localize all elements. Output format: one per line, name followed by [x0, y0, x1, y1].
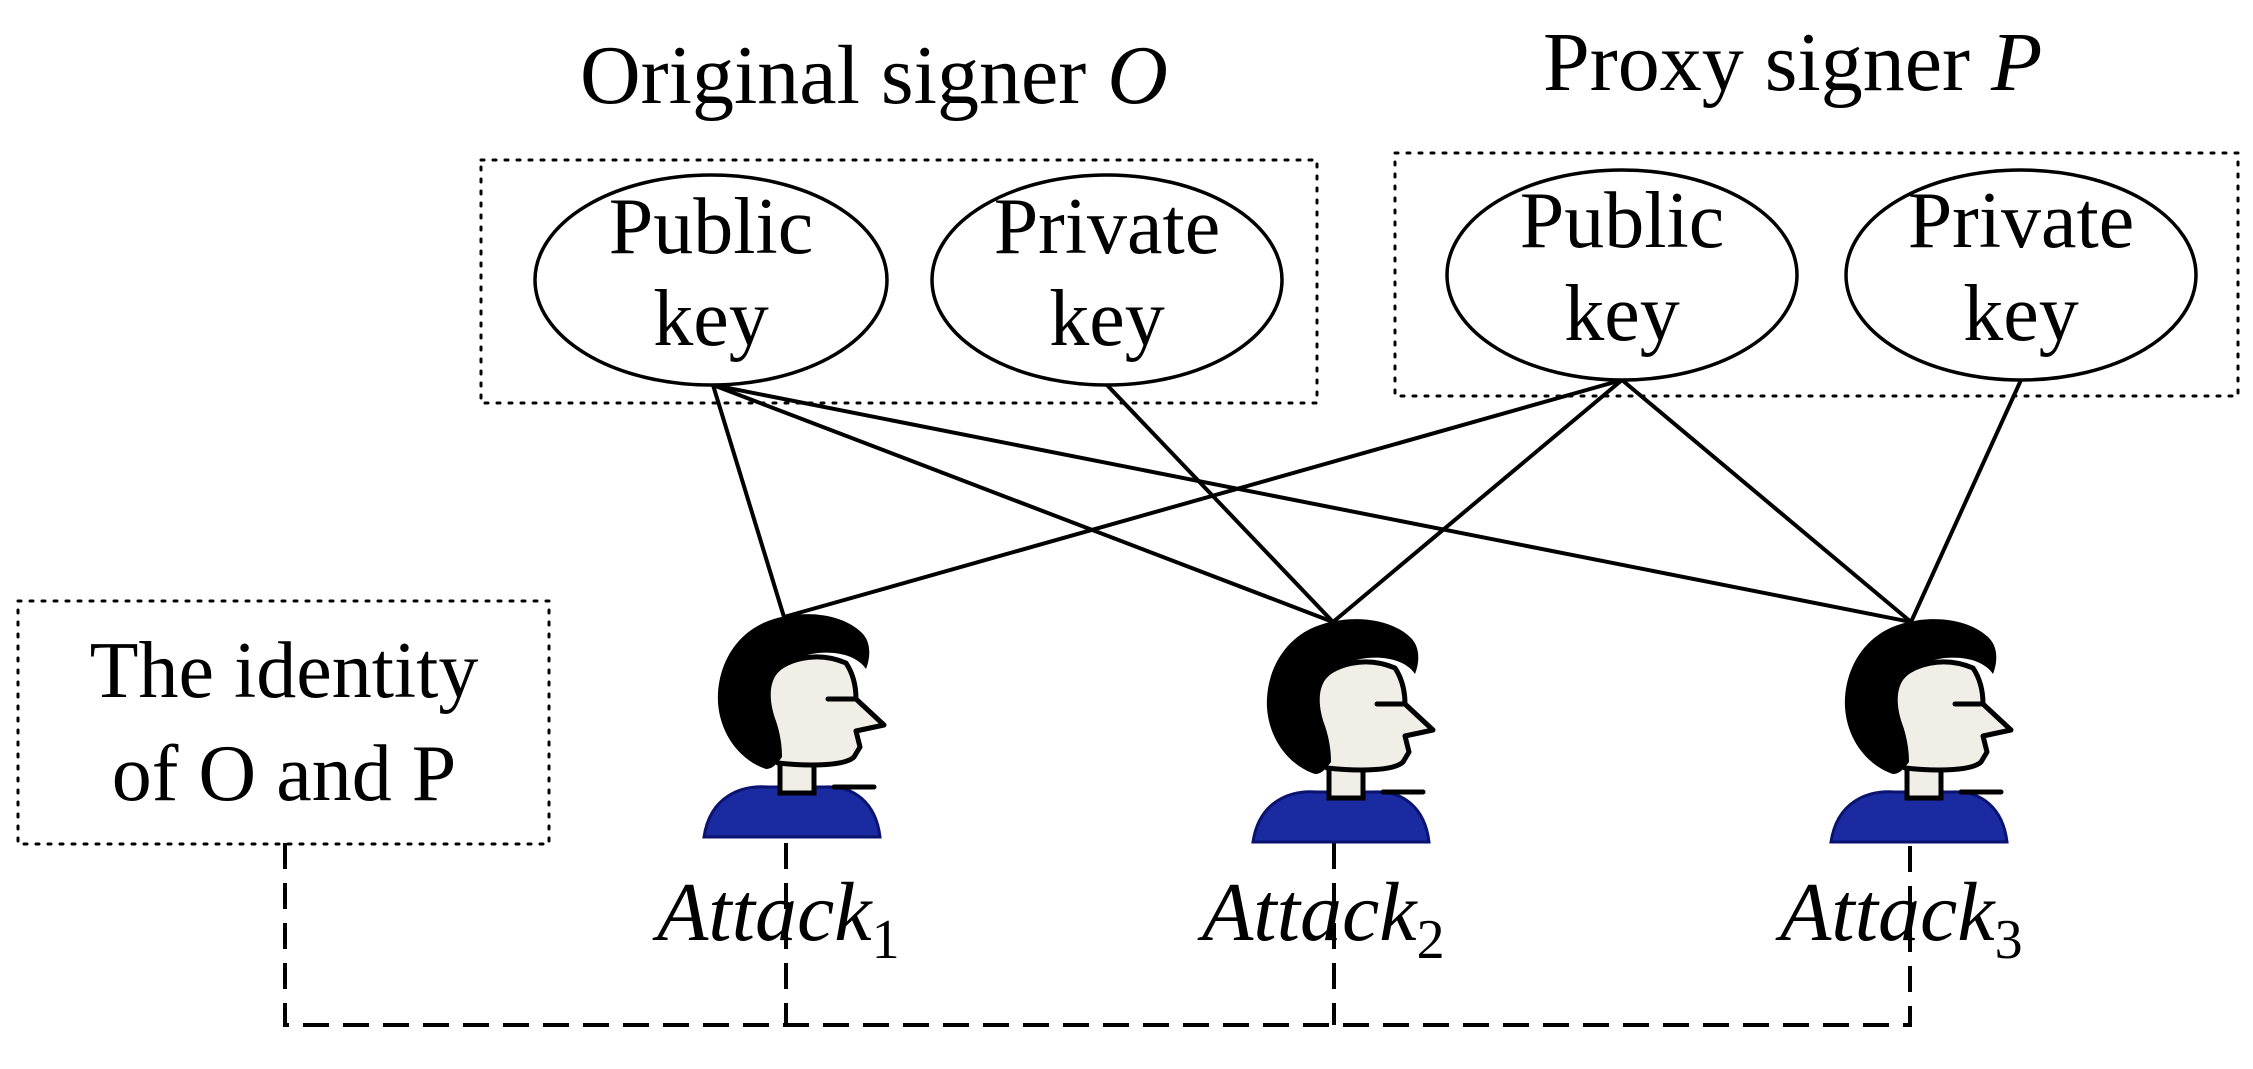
attacker-1: Attack1: [652, 614, 900, 971]
attacker-2-label: Attack2: [1197, 866, 1445, 971]
identity-links: [283, 843, 1912, 1027]
attacker-3-label: Attack3: [1775, 866, 2023, 971]
proxy-private-key: Private key: [1844, 168, 2198, 382]
identity-box: The identity of O and P: [16, 599, 551, 846]
link-o-private-to-attack2: [1105, 383, 1335, 624]
proxy-private-key-line2: key: [1963, 270, 2079, 358]
proxy-public-key-oval: [1445, 168, 1799, 382]
original-private-key: Private key: [930, 173, 1284, 387]
attacker-2: Attack2: [1197, 619, 1445, 971]
identity-frame: [16, 599, 551, 846]
link-p-private-to-attack3: [1909, 379, 2023, 623]
proxy-public-key: Public key: [1445, 168, 1799, 382]
original-public-key-oval: [533, 173, 889, 387]
original-private-key-line2: key: [1049, 275, 1165, 363]
link-p-public-to-attack1: [783, 378, 1623, 619]
proxy-private-key-line1: Private: [1908, 177, 2135, 265]
link-p-public-to-attack2: [1331, 378, 1624, 624]
attacker-3: Attack3: [1775, 619, 2023, 971]
proxy-signer-group: Proxy signer P Public key Private key: [1393, 16, 2240, 398]
proxy-private-key-oval: [1844, 168, 2198, 382]
proxy-public-key-line1: Public: [1520, 177, 1724, 265]
original-signer-group: Original signer O Public key Private key: [479, 29, 1319, 405]
proxy-public-key-line2: key: [1564, 270, 1680, 358]
person-head-profile-icon: [1253, 619, 1433, 842]
original-signer-title: Original signer O: [580, 29, 1168, 122]
link-o-public-to-attack1: [711, 384, 786, 618]
key-access-links: [711, 378, 2023, 624]
identity-bus-line: [283, 843, 1912, 1027]
attacker-1-label: Attack1: [652, 866, 900, 971]
identity-line1: The identity: [90, 627, 479, 715]
original-public-key: Public key: [533, 173, 889, 387]
proxy-signer-frame: [1393, 151, 2240, 398]
identity-line2: of O and P: [112, 730, 456, 818]
original-public-key-line1: Public: [609, 183, 813, 271]
original-private-key-line1: Private: [994, 183, 1221, 271]
link-o-public-to-attack2: [712, 383, 1334, 624]
proxy-signer-title: Proxy signer P: [1543, 16, 2042, 109]
person-head-profile-icon: [704, 614, 884, 837]
link-p-public-to-attack3: [1620, 378, 1913, 624]
original-public-key-line2: key: [653, 275, 769, 363]
original-private-key-oval: [930, 173, 1284, 387]
link-o-public-to-attack3: [712, 383, 1912, 624]
person-head-profile-icon: [1831, 619, 2011, 842]
